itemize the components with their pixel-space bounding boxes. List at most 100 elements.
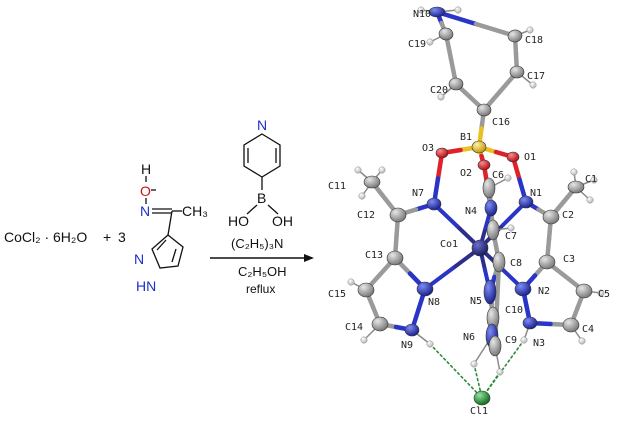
label-Co1: Co1 xyxy=(440,239,458,250)
label-C14: C14 xyxy=(345,322,363,333)
atom-N3 xyxy=(522,316,538,330)
atom-C4 xyxy=(562,317,580,333)
atom-N10 xyxy=(428,6,446,18)
hydrogen-atom-0 xyxy=(417,6,425,14)
hydrogen-atom-2 xyxy=(426,38,434,46)
condition-solvent: C₂H₅OH xyxy=(238,264,287,279)
label-B1: B1 xyxy=(460,132,472,143)
boron-atom: B xyxy=(257,190,266,206)
atom-C17 xyxy=(509,65,525,79)
label-N5: N5 xyxy=(470,296,482,307)
reaction-conditions: (C₂H₅)₃N C₂H₅OH reflux xyxy=(210,236,314,296)
atom-C6 xyxy=(482,177,496,199)
label-C15: C15 xyxy=(328,289,346,300)
hydrogen-atom-21 xyxy=(470,360,478,368)
atom-N2 xyxy=(514,281,532,297)
hydrogen-atom-8 xyxy=(378,166,386,174)
hydrogen-atom-11 xyxy=(590,176,598,184)
hydrogen-atom-19 xyxy=(507,224,515,232)
label-C8: C8 xyxy=(510,258,522,269)
ligand-oh-hydrogen: H xyxy=(141,161,151,177)
label-C9: C9 xyxy=(505,335,517,346)
hydrogen-atom-1 xyxy=(454,6,462,14)
condition-process: reflux xyxy=(246,282,275,296)
boronic-acid-ring-nitrogen: N xyxy=(257,117,267,133)
ligand-oxygen: O xyxy=(140,183,151,199)
hydrogen-bond-0 xyxy=(429,343,483,399)
label-Cl1: Cl1 xyxy=(470,406,488,417)
atom-N8 xyxy=(416,281,434,297)
atom-C1 xyxy=(567,180,585,194)
molecule-bonds xyxy=(350,9,602,373)
atom-C3 xyxy=(538,254,556,270)
hydrogen-atom-12 xyxy=(347,278,355,286)
hydrogen-atom-9 xyxy=(570,168,578,176)
hydrogen-atom-13 xyxy=(360,336,368,344)
atom-C7 xyxy=(486,219,500,241)
label-N8: N8 xyxy=(428,297,440,308)
atom-N7 xyxy=(426,197,442,211)
atom-C8 xyxy=(492,251,506,273)
label-O1: O1 xyxy=(524,152,536,163)
hydrogen-atom-5 xyxy=(437,93,445,101)
label-N1: N1 xyxy=(530,188,542,199)
hydrogen-bonds xyxy=(429,339,525,399)
hydrogen-atom-14 xyxy=(597,289,605,297)
cobalt-salt-formula: CoCl₂ · 6H₂O xyxy=(4,229,87,245)
atom-O3 xyxy=(435,147,449,159)
molecule-atoms xyxy=(347,6,605,406)
label-N10: N10 xyxy=(413,9,431,20)
atom-B1 xyxy=(471,140,487,154)
label-C5: C5 xyxy=(598,289,610,300)
hydrogen-atom-7 xyxy=(358,192,366,200)
ligand-structure: H O N CH₃ N HN xyxy=(134,161,208,294)
label-C6: C6 xyxy=(492,170,504,181)
condition-base: (C₂H₅)₃N xyxy=(231,236,283,251)
hydrogen-atom-10 xyxy=(586,196,594,204)
stoichiometric-coefficient: 3 xyxy=(118,229,126,245)
label-C19: C19 xyxy=(408,39,426,50)
ligand-methyl-group: CH₃ xyxy=(182,203,208,219)
atom-C12 xyxy=(389,207,407,223)
label-C11: C11 xyxy=(328,181,346,192)
atom-Co1 xyxy=(471,239,489,257)
plus-sign: + xyxy=(103,229,111,245)
label-C18: C18 xyxy=(525,35,543,46)
label-C16: C16 xyxy=(492,117,510,128)
atom-C5 xyxy=(575,283,593,299)
label-C7: C7 xyxy=(505,231,517,242)
label-N7: N7 xyxy=(412,188,424,199)
label-N3: N3 xyxy=(533,338,545,349)
atom-C16 xyxy=(476,103,492,117)
hydrogen-atom-17 xyxy=(520,336,528,344)
boronic-acid-ho: HO xyxy=(228,213,249,229)
pyridine-boronic-acid: N B HO OH xyxy=(228,117,293,229)
label-C2: C2 xyxy=(562,210,574,221)
atom-labels: N10 C19 C18 C17 C20 C16 B1 O3 O1 O2 C6 C… xyxy=(328,9,610,417)
label-N4: N4 xyxy=(465,206,477,217)
label-C3: C3 xyxy=(563,254,575,265)
hydrogen-atom-16 xyxy=(426,340,434,348)
hydrogen-atom-15 xyxy=(578,337,586,345)
label-C20: C20 xyxy=(430,85,448,96)
atom-Cl1 xyxy=(473,390,491,406)
hydrogen-atom-18 xyxy=(504,174,512,182)
atom-C14 xyxy=(371,316,389,332)
hydrogen-atom-4 xyxy=(529,81,537,89)
atom-N1 xyxy=(518,195,534,209)
label-C10: C10 xyxy=(505,305,523,316)
atom-O2 xyxy=(477,159,491,171)
hydrogen-atom-6 xyxy=(354,166,362,174)
label-C13: C13 xyxy=(365,250,383,261)
hydrogen-bond-2 xyxy=(473,363,483,399)
boronic-acid-oh: OH xyxy=(272,213,293,229)
label-C17: C17 xyxy=(527,71,545,82)
atom-C9 xyxy=(488,335,502,357)
atom-C20 xyxy=(448,77,464,91)
atom-C2 xyxy=(542,209,560,225)
atom-C15 xyxy=(357,282,375,298)
ligand-ring-nitrogen: N xyxy=(134,251,144,267)
label-O2: O2 xyxy=(460,168,472,179)
label-O3: O3 xyxy=(422,143,434,154)
label-N6: N6 xyxy=(463,332,475,343)
